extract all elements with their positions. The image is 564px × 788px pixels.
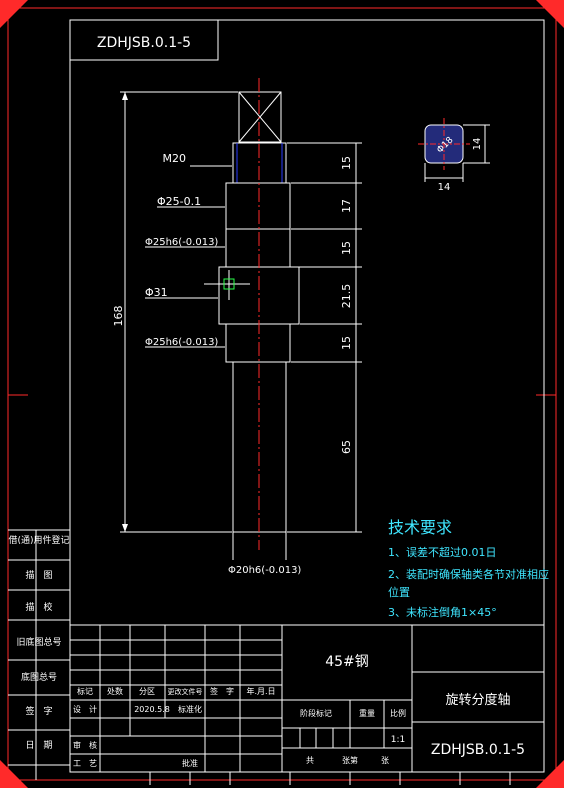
weight-label: 重量 [359,708,375,718]
section-d25 [225,182,291,230]
dim-len2: 17 [340,199,353,213]
dim-len4: 21.5 [340,284,353,309]
design-date: 2020.5.8 [134,705,170,714]
hdr-cell-6: 年.月.日 [246,686,275,696]
tech-item-1: 1、误差不超过0.01日 [388,545,497,559]
side-column [8,529,70,780]
dim-d3: Φ31 [145,286,168,299]
dim-len1: 15 [340,156,353,170]
approve-label: 批准 [182,758,198,768]
scale-label: 比例 [390,708,406,718]
side-label-5: 底图总号 [21,671,57,683]
part-name: 旋转分度轴 [445,692,510,708]
sheet-label: 张第 [342,755,358,765]
drawing-number-top: ZDHJSB.0.1-5 [97,35,191,51]
material: 45#钢 [325,654,369,670]
side-label-6: 签 字 [25,705,52,717]
side-label-3: 描 校 [25,601,52,613]
inner-frame [69,19,545,773]
dim-len5: 15 [340,336,353,350]
hdr-cell-3: 分区 [139,687,155,696]
dim-d4: Φ25h6(-0.013) [145,337,218,348]
tech-title: 技术要求 [388,518,452,537]
dim-total: 168 [112,306,125,327]
dim-d2: Φ25h6(-0.013) [145,237,218,248]
dim-d1: Φ25-0.1 [157,195,201,208]
dim-len6: 65 [340,440,353,454]
right-dimensions [287,142,362,533]
side-label-4: 旧底图总号 [16,636,61,648]
outer-border [7,7,557,781]
hdr-cell-1: 标记 [77,686,93,696]
dim-d5: Φ20h6(-0.013) [228,565,301,576]
side-label-2: 描 图 [25,569,52,581]
corner-mark-bl [0,760,28,788]
tech-item-2: 2、装配时确保轴类各节对准相应 [388,567,549,581]
square-end [238,91,282,143]
section-d25h6-lower [225,323,291,363]
dim-square-h: 14 [472,138,483,151]
dim-len3: 15 [340,241,353,255]
sheet-total-label: 共 [306,756,314,765]
hdr-cell-4: 更改文件号 [168,687,203,696]
drawing-number-box [69,19,219,61]
dim-square-w: 14 [438,182,451,193]
drawing-number-bottom: ZDHJSB.0.1-5 [431,742,525,758]
section-d25h6-upper [225,228,291,268]
scale-value: 1:1 [391,735,405,745]
standard-label: 标准化 [178,704,202,714]
side-label-7: 日 期 [25,740,52,751]
corner-mark-br [536,760,564,788]
title-block [70,624,544,785]
hdr-cell-5: 签 字 [210,686,234,696]
dim-thread: M20 [163,152,187,165]
design-label: 设 计 [73,704,97,714]
tech-item-2b: 位置 [388,585,410,599]
shaft [204,78,300,550]
hdr-cell-2: 处数 [107,686,123,696]
side-label-1: 借(通)用件登记 [8,534,69,546]
sheet-end-label: 张 [381,756,389,765]
tech-item-3: 3、未标注倒角1×45° [388,605,497,619]
left-dimensions [120,91,287,560]
end-view [418,118,490,182]
process-label: 工 艺 [73,759,97,768]
corner-mark-tl [0,0,28,28]
stage-label: 阶段标记 [300,708,332,718]
corner-mark-tr [536,0,564,28]
review-label: 审 核 [73,740,97,750]
